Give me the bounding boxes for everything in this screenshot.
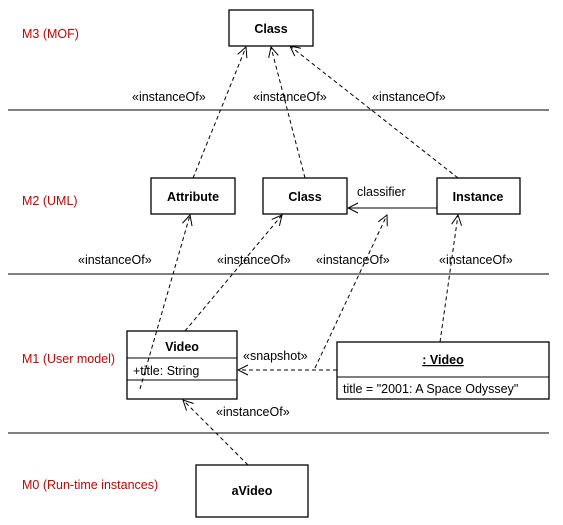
level-label-m0: M0 (Run-time instances) [22, 478, 158, 492]
classifier-label: classifier [357, 185, 406, 199]
avideo-title: aVideo [232, 484, 273, 498]
level-label-m2: M2 (UML) [22, 194, 78, 208]
instanceof-arrow-umlclass-to-class [271, 47, 306, 179]
video-class-title: Video [165, 340, 199, 354]
video-class-box[interactable]: Video +title: String [126, 330, 238, 400]
video-title-attribute: +title: String [133, 364, 199, 378]
instanceof-arrow-avideo-to-video [183, 400, 249, 466]
instance-box[interactable]: Instance [436, 177, 521, 215]
instanceof-arrow-snapshot-to-class [314, 215, 387, 369]
instanceof-label-m2-4: «instanceOf» [439, 253, 513, 267]
instanceof-label-m3-left: «instanceOf» [132, 90, 206, 104]
instanceof-arrow-videoattr-to-attribute [139, 215, 190, 390]
instanceof-label-m2-1: «instanceOf» [78, 253, 152, 267]
instance-title: Instance [453, 190, 504, 204]
instanceof-label-m3-right: «instanceOf» [372, 90, 446, 104]
instanceof-arrow-videoinstance-to-instance [439, 215, 458, 343]
uml-class-box[interactable]: Class [262, 177, 348, 215]
instanceof-arrow-instance-to-class [290, 46, 459, 179]
video-instance-slot: title = "2001: A Space Odyssey" [343, 382, 518, 396]
avideo-box[interactable]: aVideo [195, 464, 309, 518]
mof-class-box[interactable]: Class [228, 9, 314, 47]
instanceof-arrow-video-to-class [184, 215, 282, 332]
uml-class-title: Class [288, 190, 321, 204]
instanceof-label-m2-2: «instanceOf» [217, 253, 291, 267]
attribute-box[interactable]: Attribute [150, 177, 236, 215]
instanceof-arrow-attribute-to-class [192, 47, 246, 179]
level-label-m3: M3 (MOF) [22, 27, 79, 41]
attribute-title: Attribute [167, 190, 219, 204]
instanceof-label-m2-3: «instanceOf» [316, 253, 390, 267]
mof-class-title: Class [254, 22, 287, 36]
instanceof-label-m1-m0: «instanceOf» [216, 405, 290, 419]
level-label-m1: M1 (User model) [22, 352, 115, 366]
video-instance-title: : Video [422, 353, 464, 367]
instanceof-label-m3-middle: «instanceOf» [253, 90, 327, 104]
video-instance-box[interactable]: : Video title = "2001: A Space Odyssey" [336, 341, 550, 400]
snapshot-label: «snapshot» [243, 349, 308, 363]
